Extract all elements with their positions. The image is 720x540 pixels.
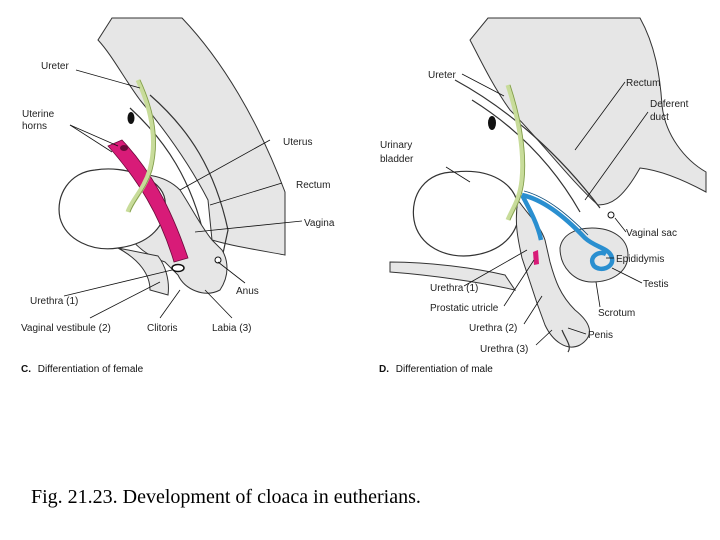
label-testis: Testis: [643, 279, 669, 290]
label-uterine-horns-2: horns: [22, 121, 47, 132]
female-uterine-horn-opening: [120, 145, 128, 151]
label-female-urethra: Urethra (1): [30, 296, 78, 307]
figure-caption: Fig. 21.23. Development of cloaca in eut…: [31, 486, 421, 508]
label-penis: Penis: [588, 330, 613, 341]
label-clitoris: Clitoris: [147, 323, 178, 334]
male-ureter-edge: [509, 84, 526, 221]
panel-c-letter: C.: [21, 364, 31, 375]
label-labia: Labia (3): [212, 323, 251, 334]
label-urinary-bladder-2: bladder: [380, 154, 414, 165]
male-urogenital-tissue: [515, 198, 590, 348]
panel-d-heading: D. Differentiation of male: [379, 364, 493, 375]
label-male-ureter: Ureter: [428, 70, 456, 81]
panel-c-title: Differentiation of female: [38, 364, 144, 375]
male-vaginal-sac-opening: [607, 211, 615, 219]
label-prostatic-utricle: Prostatic utricle: [430, 303, 499, 314]
female-ureter-opening: [127, 112, 135, 124]
male-rectum: [454, 79, 601, 213]
label-vaginal-sac: Vaginal sac: [626, 228, 677, 239]
male-dorsal-tissue: [469, 17, 707, 206]
label-scrotum: Scrotum: [598, 308, 635, 319]
male-penis-tip: [561, 329, 570, 353]
label-female-rectum: Rectum: [296, 180, 330, 191]
female-rectum: [129, 94, 229, 259]
label-anus: Anus: [236, 286, 259, 297]
label-male-urethra-2: Urethra (2): [469, 323, 517, 334]
label-urinary-bladder-1: Urinary: [380, 140, 412, 151]
panel-female: Ureter Uterine horns Uterus Rectum Vagin…: [21, 17, 335, 375]
label-female-ureter: Ureter: [41, 61, 69, 72]
panel-d-letter: D.: [379, 364, 389, 375]
label-uterine-horns-1: Uterine: [22, 109, 55, 120]
label-epididymis: Epididymis: [616, 254, 664, 265]
female-dorsal-tissue: [97, 17, 286, 256]
label-vaginal-vestibule: Vaginal vestibule (2): [21, 323, 111, 334]
panel-male: Ureter Rectum Deferent duct Urinary blad…: [379, 17, 707, 375]
female-anus-opening: [214, 256, 222, 264]
female-urethra-opening: [171, 263, 185, 273]
female-lower-tissue: [117, 247, 169, 296]
panel-d-title: Differentiation of male: [396, 364, 494, 375]
label-deferent-duct-1: Deferent: [650, 99, 689, 110]
male-ventral-tissue: [389, 261, 517, 291]
male-prostatic-utricle: [533, 250, 539, 265]
female-ureter: [125, 78, 157, 213]
male-urethra-duct: [520, 193, 544, 241]
label-male-rectum: Rectum: [626, 78, 660, 89]
male-ureter-opening: [488, 116, 496, 130]
panel-c-heading: C. Differentiation of female: [21, 364, 144, 375]
male-duct-outline: [523, 190, 589, 236]
label-male-urethra-3: Urethra (3): [480, 344, 528, 355]
label-vagina: Vagina: [304, 218, 335, 229]
label-deferent-duct-2: duct: [650, 112, 669, 123]
label-male-urethra-1: Urethra (1): [430, 283, 478, 294]
female-uterus: [107, 139, 189, 263]
label-uterus: Uterus: [283, 137, 312, 148]
female-ureter-edge: [129, 79, 156, 213]
male-bladder-outline: [412, 170, 520, 257]
male-ureter: [505, 84, 526, 221]
